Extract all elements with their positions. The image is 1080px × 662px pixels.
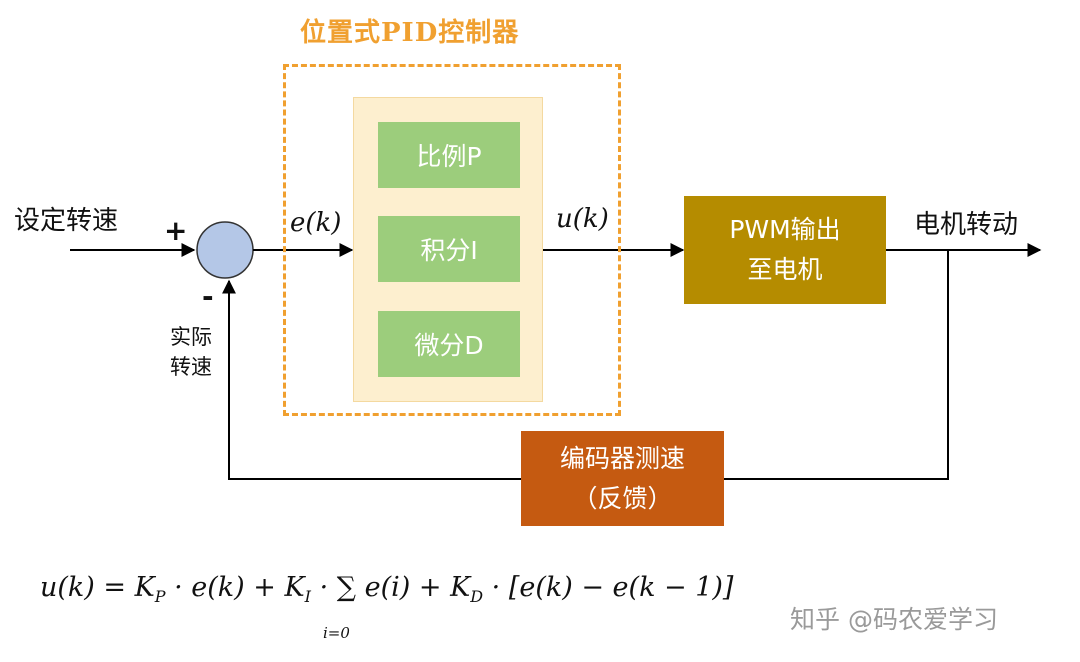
formula-part3: · ∑ e(i) + K (311, 572, 471, 603)
actual-line2: 转速 (170, 355, 212, 379)
watermark: 知乎 @码农爱学习 (790, 605, 998, 634)
integral-block: 积分I (378, 216, 520, 282)
feedback-return (222, 279, 521, 480)
error-label: e(k) (290, 208, 342, 238)
pwm-block: PWM输出 至电机 (684, 196, 886, 304)
actual-speed-label: 实际 转速 (170, 322, 212, 382)
minus-sign: - (202, 280, 214, 313)
encoder-line1: 编码器测速 (559, 443, 685, 473)
formula-part2: · e(k) + K (165, 572, 305, 603)
plus-sign: + (164, 214, 188, 247)
formula-sub-d: D (470, 587, 484, 606)
pwm-line2: 至电机 (747, 255, 823, 284)
formula-part1: u(k) = K (40, 572, 155, 603)
formula-sub-i: I (304, 587, 311, 606)
formula-part4: · [e(k) − e(k − 1)] (483, 572, 734, 603)
encoder-block: 编码器测速 （反馈） (521, 431, 724, 526)
sum-index: i=0 (323, 624, 350, 642)
output-label: u(k) (556, 204, 609, 234)
proportional-block: 比例P (378, 122, 520, 188)
feedback-branch (724, 250, 949, 480)
pid-formula: u(k) = KP · e(k) + KI · ∑ e(i) + KD · [e… (40, 572, 733, 606)
encoder-line2: （反馈） (572, 483, 673, 513)
motor-label: 电机转动 (914, 210, 1019, 240)
setpoint-label: 设定转速 (14, 206, 119, 236)
controller-title: 位置式PID控制器 (300, 18, 520, 48)
summing-junction (196, 221, 254, 279)
derivative-block: 微分D (378, 311, 520, 377)
pwm-line1: PWM输出 (729, 215, 841, 244)
formula-sub-p: P (154, 587, 166, 606)
actual-line1: 实际 (170, 325, 212, 349)
controller-boundary (283, 64, 621, 416)
